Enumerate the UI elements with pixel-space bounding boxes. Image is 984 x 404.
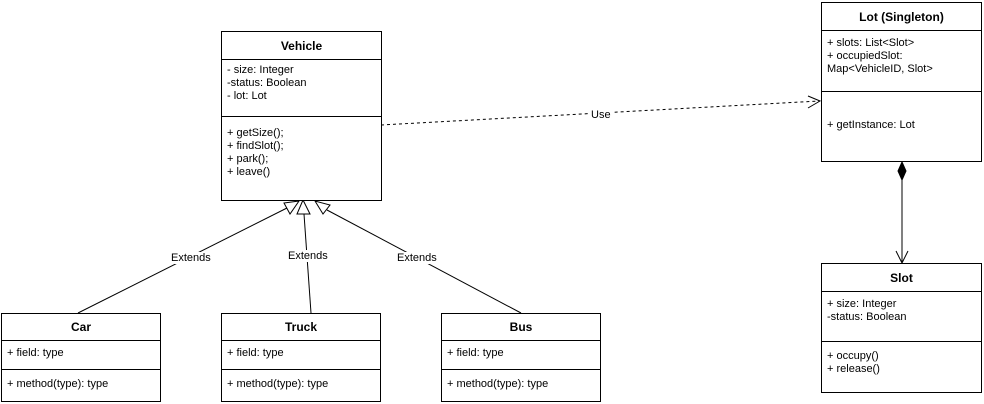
method: + occupy() <box>827 350 879 362</box>
use-arrowhead <box>807 95 822 109</box>
class-slot[interactable]: Slot + size: Integer -status: Boolean + … <box>821 263 982 393</box>
attribute: + field: type <box>227 347 284 359</box>
class-truck-methods: + method(type): type <box>222 370 380 391</box>
attribute: Map<VehicleID, Slot> <box>827 63 933 75</box>
class-lot[interactable]: Lot (Singleton) + slots: List<Slot> + oc… <box>821 2 982 162</box>
attribute: + occupiedSlot: <box>827 50 903 62</box>
use-dependency-line <box>380 100 820 126</box>
composition-diamond <box>897 160 907 182</box>
class-car-name: Car <box>2 314 160 341</box>
class-vehicle-attributes: - size: Integer -status: Boolean - lot: … <box>222 60 381 117</box>
method: + getInstance: Lot <box>827 119 915 131</box>
attribute: + size: Integer <box>827 298 897 310</box>
class-slot-name: Slot <box>822 264 981 292</box>
class-lot-methods: + getInstance: Lot <box>822 92 981 132</box>
class-bus-methods: + method(type): type <box>442 370 600 391</box>
class-lot-name: Lot (Singleton) <box>822 3 981 31</box>
attribute: + field: type <box>7 347 64 359</box>
attribute: - lot: Lot <box>227 90 267 102</box>
extends-bus-arrowhead <box>313 200 331 215</box>
class-bus-name: Bus <box>442 314 600 341</box>
extends-car-arrowhead <box>283 200 301 215</box>
method: + park(); <box>227 153 269 165</box>
extends-truck-line <box>303 213 312 314</box>
extends-truck-arrowhead <box>296 198 311 215</box>
class-car-methods: + method(type): type <box>2 370 160 391</box>
attribute: + field: type <box>447 347 504 359</box>
class-car[interactable]: Car + field: type + method(type): type <box>1 313 161 402</box>
method: + getSize(); <box>227 127 284 139</box>
class-slot-methods: + occupy() + release() <box>822 342 981 376</box>
extends-car-label: Extends <box>170 252 212 264</box>
method: + release() <box>827 363 880 375</box>
class-lot-attributes: + slots: List<Slot> + occupiedSlot: Map<… <box>822 31 981 92</box>
class-truck-attributes: + field: type <box>222 341 380 370</box>
method: + leave() <box>227 166 271 178</box>
attribute: -status: Boolean <box>827 311 907 323</box>
class-car-attributes: + field: type <box>2 341 160 370</box>
method: + method(type): type <box>227 378 329 390</box>
method: + method(type): type <box>447 378 549 390</box>
class-vehicle-methods: + getSize(); + findSlot(); + park(); + l… <box>222 117 381 179</box>
attribute: + slots: List<Slot> <box>827 37 915 49</box>
method: + findSlot(); <box>227 140 284 152</box>
class-slot-attributes: + size: Integer -status: Boolean <box>822 292 981 342</box>
attribute: - size: Integer <box>227 64 294 76</box>
class-bus[interactable]: Bus + field: type + method(type): type <box>441 313 601 402</box>
class-bus-attributes: + field: type <box>442 341 600 370</box>
class-truck[interactable]: Truck + field: type + method(type): type <box>221 313 381 402</box>
class-truck-name: Truck <box>222 314 380 341</box>
class-vehicle[interactable]: Vehicle - size: Integer -status: Boolean… <box>221 31 382 201</box>
extends-bus-label: Extends <box>396 252 438 264</box>
use-label: Use <box>590 109 612 121</box>
class-vehicle-name: Vehicle <box>222 32 381 60</box>
method: + method(type): type <box>7 378 109 390</box>
extends-truck-label: Extends <box>287 250 329 262</box>
attribute: -status: Boolean <box>227 77 307 89</box>
